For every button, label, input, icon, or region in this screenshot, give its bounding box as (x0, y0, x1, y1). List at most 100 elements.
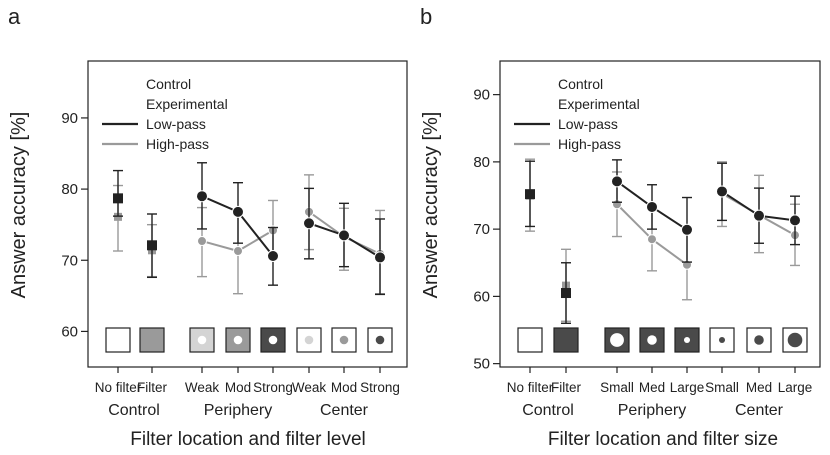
x-category-label: Large (778, 380, 813, 395)
data-point (114, 212, 122, 221)
filter-icon (604, 327, 630, 353)
panel-letter-a: a (8, 4, 21, 29)
x-category-label: Mod (331, 380, 357, 395)
data-point (232, 205, 244, 218)
x-group-label: Periphery (204, 402, 272, 419)
data-point (197, 236, 207, 247)
x-category-label: Weak (292, 380, 327, 395)
x-group-label: Center (735, 402, 784, 419)
filter-icon-dot (610, 333, 624, 347)
filter-icons-b (517, 327, 808, 353)
data-point (113, 193, 123, 204)
y-ticks-a: 60 70 80 90 (61, 110, 88, 340)
panel-b: b Answer accuracy [%] Filter location an… (420, 4, 821, 450)
legend-entry: High-pass (558, 136, 621, 152)
x-category-label: Filter (551, 380, 582, 395)
x-category-label: Small (600, 380, 634, 395)
filter-icon (517, 327, 543, 353)
x-category-label: Strong (253, 380, 293, 395)
filter-icon-dot (787, 332, 803, 348)
data-marks-a (113, 162, 386, 296)
x-category-label: No filter (95, 380, 142, 395)
y-tick-label: 80 (61, 181, 78, 198)
data-point (646, 200, 658, 213)
x-axis-label-b: Filter location and filter size (548, 429, 778, 450)
filter-icon-dot (197, 335, 207, 345)
y-axis-label-b: Answer accuracy [%] (420, 112, 442, 299)
x-group-label: Control (108, 402, 160, 419)
legend-entry: Control (146, 76, 191, 92)
legend-entry: Low-pass (558, 116, 618, 132)
panel-a: a Answer accuracy [%] Filter location an… (8, 4, 408, 450)
legend-entry: Low-pass (146, 116, 206, 132)
y-axis-label-a: Answer accuracy [%] (8, 112, 30, 299)
x-category-label: No filter (507, 380, 554, 395)
legend-entry: High-pass (146, 136, 209, 152)
x-category-label: Small (705, 380, 739, 395)
filter-icon (553, 327, 579, 353)
x-group-label: Periphery (618, 402, 686, 419)
filter-icon-dot (304, 335, 314, 345)
x-category-label: Mod (225, 380, 251, 395)
filter-icon-dot (268, 335, 278, 345)
data-point (338, 229, 350, 242)
data-point (525, 189, 535, 200)
data-point (753, 209, 765, 222)
y-tick-label: 90 (61, 110, 78, 127)
data-point (647, 234, 657, 245)
y-tick-label: 60 (473, 288, 490, 305)
x-group-label: Control (522, 402, 574, 419)
filter-icon-dot (718, 336, 726, 344)
y-tick-label: 70 (61, 252, 78, 269)
filter-icon-dot (647, 335, 657, 345)
filter-icon-dot (375, 335, 385, 345)
data-point (196, 190, 208, 203)
y-tick-label: 50 (473, 356, 490, 373)
y-tick-label: 80 (473, 154, 490, 171)
data-point (611, 175, 623, 188)
data-point (789, 214, 801, 227)
legend-entry: Experimental (558, 96, 640, 112)
x-group-labels-b: Control Periphery Center (522, 402, 783, 419)
data-point (303, 217, 315, 230)
x-axis-label-a: Filter location and filter level (130, 429, 366, 450)
data-point (561, 288, 571, 299)
data-point (716, 185, 728, 198)
legend-entry: Experimental (146, 96, 228, 112)
plot-frame-b (499, 60, 821, 368)
x-category-label: Strong (360, 380, 400, 395)
filter-icon (260, 327, 286, 353)
filter-icon-dot (754, 335, 764, 345)
data-point (267, 249, 279, 262)
y-tick-label: 60 (61, 323, 78, 340)
y-ticks-b: 50 60 70 80 90 (473, 87, 500, 373)
data-marks-b (525, 158, 801, 324)
panel-letter-b: b (420, 4, 432, 29)
data-point (147, 240, 157, 251)
y-tick-label: 70 (473, 221, 490, 238)
x-category-label: Filter (137, 380, 168, 395)
x-category-label: Large (670, 380, 705, 395)
data-point (233, 246, 243, 257)
filter-icon-dot (683, 336, 691, 344)
filter-icon-dot (339, 335, 349, 345)
x-group-labels-a: Control Periphery Center (108, 402, 368, 419)
x-category-label: Med (746, 380, 772, 395)
filter-icons-a (105, 327, 393, 353)
data-point (681, 223, 693, 236)
y-tick-label: 90 (473, 87, 490, 104)
filter-icon (296, 327, 322, 353)
data-point (374, 251, 386, 264)
filter-icon (105, 327, 131, 353)
plot-frame-a (87, 60, 408, 368)
x-category-label: Weak (185, 380, 220, 395)
filter-icon-dot (233, 335, 243, 345)
x-category-label: Med (639, 380, 665, 395)
x-group-label: Center (320, 402, 369, 419)
filter-icon (139, 327, 165, 353)
